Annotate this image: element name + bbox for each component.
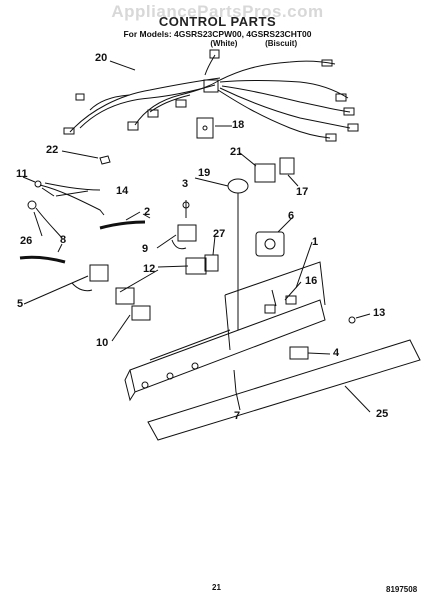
part-9-control [177, 224, 197, 242]
callout-8: 8 [60, 234, 67, 246]
wire-harness-part-20 [63, 49, 359, 142]
callout-11: 11 [16, 168, 28, 180]
callout-21: 21 [230, 146, 243, 158]
callout-5: 5 [17, 298, 24, 310]
callout-2: 2 [144, 206, 151, 218]
watermark: AppliancePartsPros.com [111, 2, 324, 21]
page-title: CONTROL PARTS [158, 14, 277, 29]
callout-3: 3 [182, 178, 189, 190]
part-18-block [196, 117, 214, 139]
part-10-label [131, 305, 151, 321]
callout-22: 22 [46, 144, 59, 156]
callout-14: 14 [116, 185, 129, 197]
part-1-control-housing [124, 261, 326, 402]
part-22-clip [99, 155, 111, 165]
callout-7: 7 [234, 410, 241, 422]
callout-17: 17 [296, 186, 309, 198]
part-4-switch [289, 346, 309, 360]
part-6-thermostat [255, 231, 285, 257]
callout-6: 6 [288, 210, 295, 222]
callout-10: 10 [96, 337, 109, 349]
part-26-grommet [27, 200, 37, 210]
callout-19: 19 [198, 167, 211, 179]
color-variants: (White) (Biscuit) [0, 39, 435, 48]
part-17-switch [279, 157, 295, 175]
variant-biscuit: (Biscuit) [265, 39, 298, 48]
page-number: 21 [212, 583, 221, 592]
part-12-control-b [115, 287, 135, 305]
callout-4: 4 [333, 347, 340, 359]
model-numbers: For Models: 4GSRS23CPW00, 4GSRS23CHT00 [123, 29, 312, 39]
callout-9: 9 [142, 243, 149, 255]
document-number: 8197508 [386, 585, 418, 594]
callout-26: 26 [20, 235, 33, 247]
part-27-label [204, 254, 219, 272]
callout-1: 1 [312, 236, 319, 248]
part-12-control-a [185, 257, 207, 275]
callout-12: 12 [143, 263, 156, 275]
callout-25: 25 [376, 408, 389, 420]
part-25-trim-strip [147, 339, 421, 441]
callout-20: 20 [95, 52, 108, 64]
callout-18: 18 [232, 119, 245, 131]
callout-13: 13 [373, 307, 386, 319]
part-19-lamp-bulb [227, 178, 249, 194]
part-21-socket [254, 163, 276, 183]
variant-white: (White) [210, 39, 238, 48]
callout-27: 27 [213, 228, 226, 240]
callout-16: 16 [305, 275, 318, 287]
part-5-control [89, 264, 109, 282]
